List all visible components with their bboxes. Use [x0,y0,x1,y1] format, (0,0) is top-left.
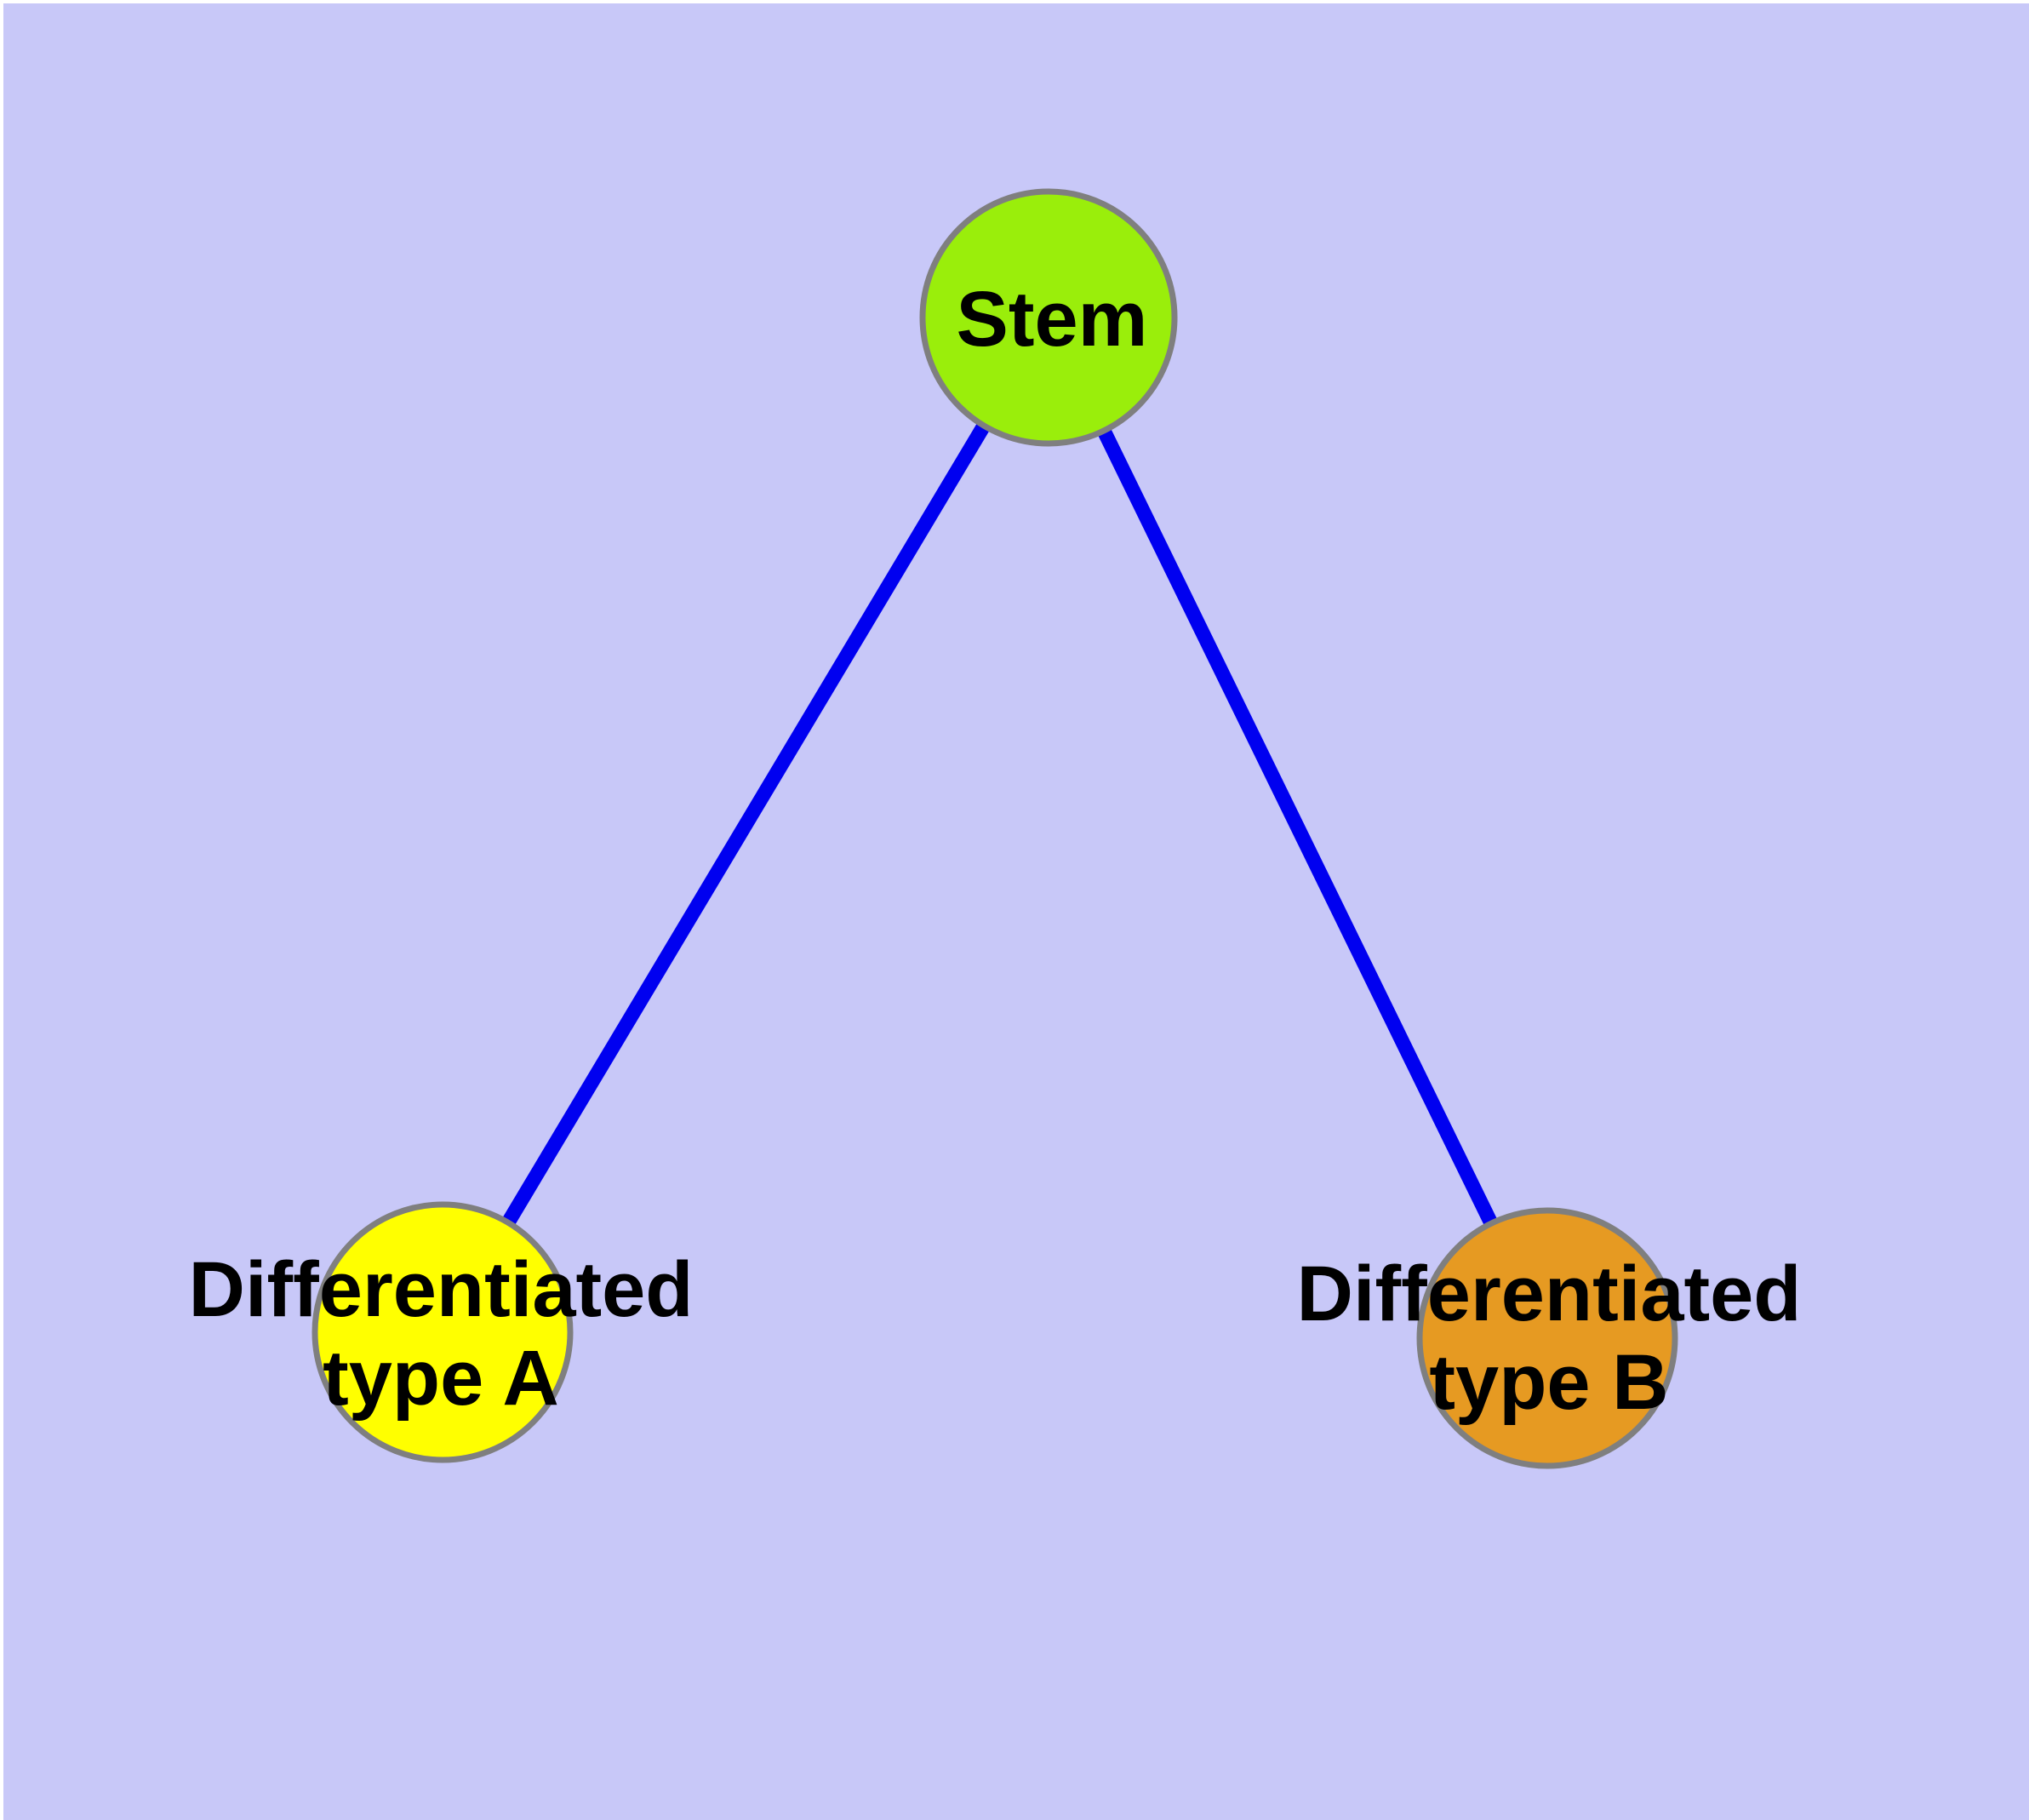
node-stem[interactable] [919,188,1178,447]
edge-stem-to-type-b[interactable] [1042,314,1554,1342]
edge-stem-to-type-a[interactable] [436,313,1055,1336]
diagram-canvas: Stem Differentiated type A Differentiate… [3,3,2029,1820]
node-differentiated-type-a[interactable] [311,1201,574,1463]
node-differentiated-type-b[interactable] [1416,1207,1678,1469]
graph-svg [3,3,2029,1820]
